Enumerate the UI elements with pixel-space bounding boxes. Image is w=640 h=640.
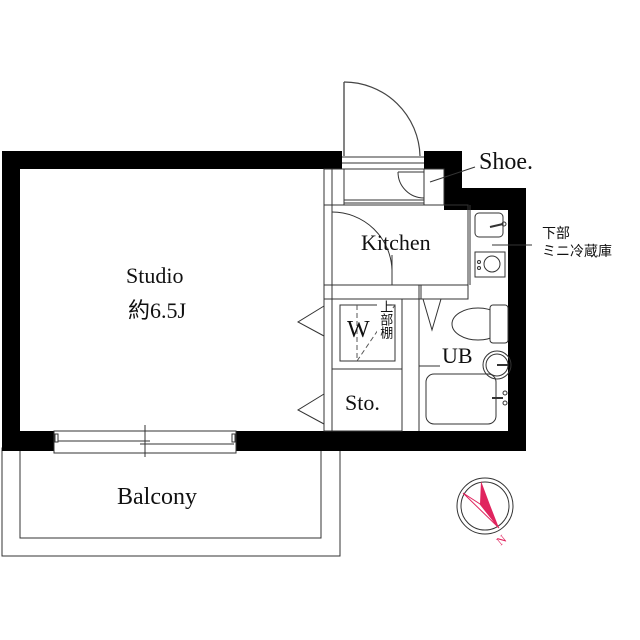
wardrobe-shelf-note: 上部棚 [377,300,393,339]
stove-icon [474,251,506,278]
storage-label: Sto. [345,390,380,415]
storage-door-icon [296,393,325,425]
fridge-note-line2: ミニ冷蔵庫 [542,244,612,260]
bath-door-icon [422,298,442,332]
basin-icon [482,350,512,380]
studio-label: Studio [126,263,184,288]
exterior-walls [2,151,526,451]
compass-icon [456,477,514,535]
wardrobe-door-icon [296,305,325,337]
balcony-label: Balcony [117,484,197,510]
shoe-label: Shoe. [479,149,533,175]
wardrobe-label: W [347,317,370,343]
balcony-window [53,425,237,457]
fridge-note-line1: 下部 [542,226,570,242]
bathtub-icon [425,373,497,425]
bath-label: UB [442,343,473,368]
studio-size: 約6.5J [128,298,187,323]
kitchen-label: Kitchen [361,230,431,255]
entrance-door [342,81,424,164]
